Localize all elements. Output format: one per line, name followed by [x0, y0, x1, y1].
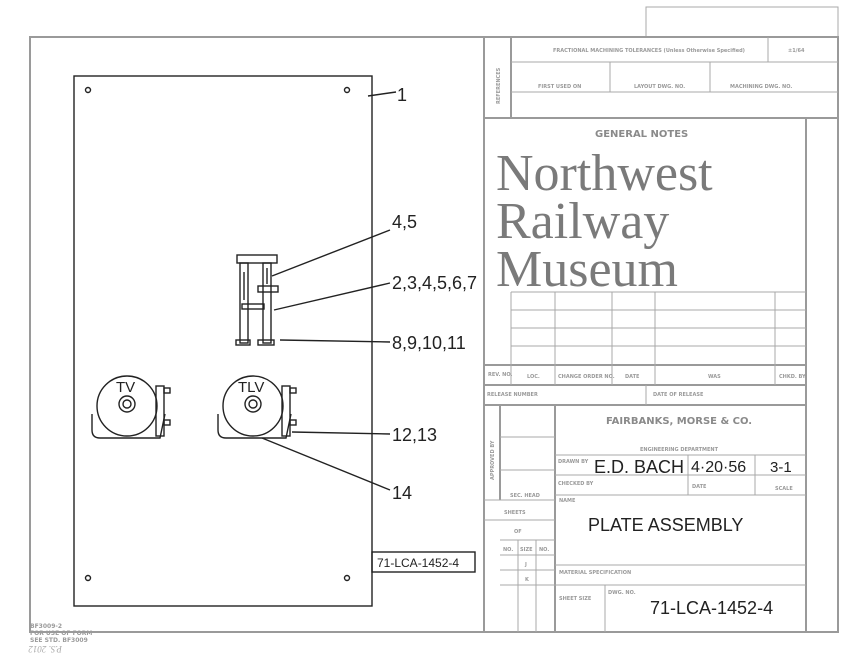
- sec-head-label: SEC. HEAD: [510, 493, 540, 499]
- title-block-grid: [483, 37, 838, 632]
- date-header: DATE: [625, 374, 640, 380]
- sheet-col-no: NO.: [503, 547, 513, 553]
- form-use-note: FOR USE OF FORM: [30, 630, 92, 637]
- tlv-component: [217, 375, 297, 439]
- release-number-label: RELEASE NUMBER: [487, 392, 538, 398]
- general-notes-heading: GENERAL NOTES: [595, 129, 688, 140]
- tolerances-label: FRACTIONAL MACHINING TOLERANCES (Unless …: [553, 48, 745, 54]
- of-label: OF: [514, 529, 522, 535]
- scale-value: 3-1: [770, 459, 792, 476]
- chkd-by-header: CHKD. BY: [779, 374, 806, 380]
- was-header: WAS: [708, 374, 721, 380]
- drawn-by-label: DRAWN BY: [558, 459, 589, 465]
- first-used-on-label: FIRST USED ON: [538, 84, 581, 90]
- callout-14: 14: [392, 483, 412, 503]
- callout-4-5: 4,5: [392, 212, 417, 232]
- leader-lines: [261, 91, 397, 491]
- archive-mark: P.S. 2012: [28, 644, 63, 654]
- watermark: Northwest Railway Museum: [496, 145, 713, 298]
- sheet-col-size: SIZE: [520, 547, 533, 553]
- size-k: K: [525, 577, 530, 583]
- callout-1: 1: [397, 85, 407, 105]
- top-corner-box: [645, 6, 839, 38]
- drawn-by: E.D. BACH: [594, 457, 684, 477]
- tolerance-value: ±1/64: [788, 48, 805, 54]
- layout-dwg-no-label: LAYOUT DWG. NO.: [634, 84, 685, 90]
- loc-header: LOC.: [527, 374, 540, 380]
- material-spec-label: MATERIAL SPECIFICATION: [559, 570, 631, 576]
- company-name: FAIRBANKS, MORSE & CO.: [606, 416, 752, 427]
- machining-dwg-no-label: MACHINING DWG. NO.: [730, 84, 792, 90]
- department: ENGINEERING DEPARTMENT: [640, 447, 719, 453]
- plate-tag-box: [371, 551, 476, 573]
- sheet-col-no-2: NO.: [539, 547, 549, 553]
- callout-12-13: 12,13: [392, 425, 437, 445]
- date-label: DATE: [692, 484, 707, 490]
- checked-by-label: CHECKED BY: [558, 481, 594, 487]
- form-std-note: SEE STD. BF3009: [30, 637, 88, 644]
- title-block-thin-grid: [484, 37, 838, 632]
- plate-tag: 71-LCA-1452-4: [377, 556, 459, 570]
- date-of-release-label: DATE OF RELEASE: [653, 392, 704, 398]
- dwg-no-label: DWG. NO.: [608, 590, 636, 596]
- drawn-date: 4·20·56: [691, 459, 746, 476]
- dwg-no: 71-LCA-1452-4: [650, 598, 773, 618]
- terminal-strip: [235, 254, 279, 346]
- callout-2-7: 2,3,4,5,6,7: [392, 273, 477, 293]
- sheet-size-label: SHEET SIZE: [559, 596, 592, 602]
- drawing-border: [29, 36, 839, 633]
- name-label: NAME: [559, 498, 576, 504]
- drawing-name: PLATE ASSEMBLY: [588, 515, 743, 535]
- tlv-label: TLV: [238, 379, 264, 396]
- sheets-label: SHEETS: [504, 510, 526, 516]
- form-number: BF3009-2: [30, 623, 62, 630]
- rev-no-header: REV. NO.: [488, 372, 512, 378]
- tv-component: [91, 375, 171, 439]
- change-order-header: CHANGE ORDER NO.: [558, 374, 615, 380]
- scale-label: SCALE: [775, 486, 793, 492]
- callout-8-11: 8,9,10,11: [392, 333, 466, 353]
- size-j: J: [524, 562, 527, 568]
- tv-label: TV: [116, 379, 135, 396]
- approved-by-label: APPROVED BY: [490, 440, 496, 480]
- references-label: REFERENCES: [496, 67, 502, 104]
